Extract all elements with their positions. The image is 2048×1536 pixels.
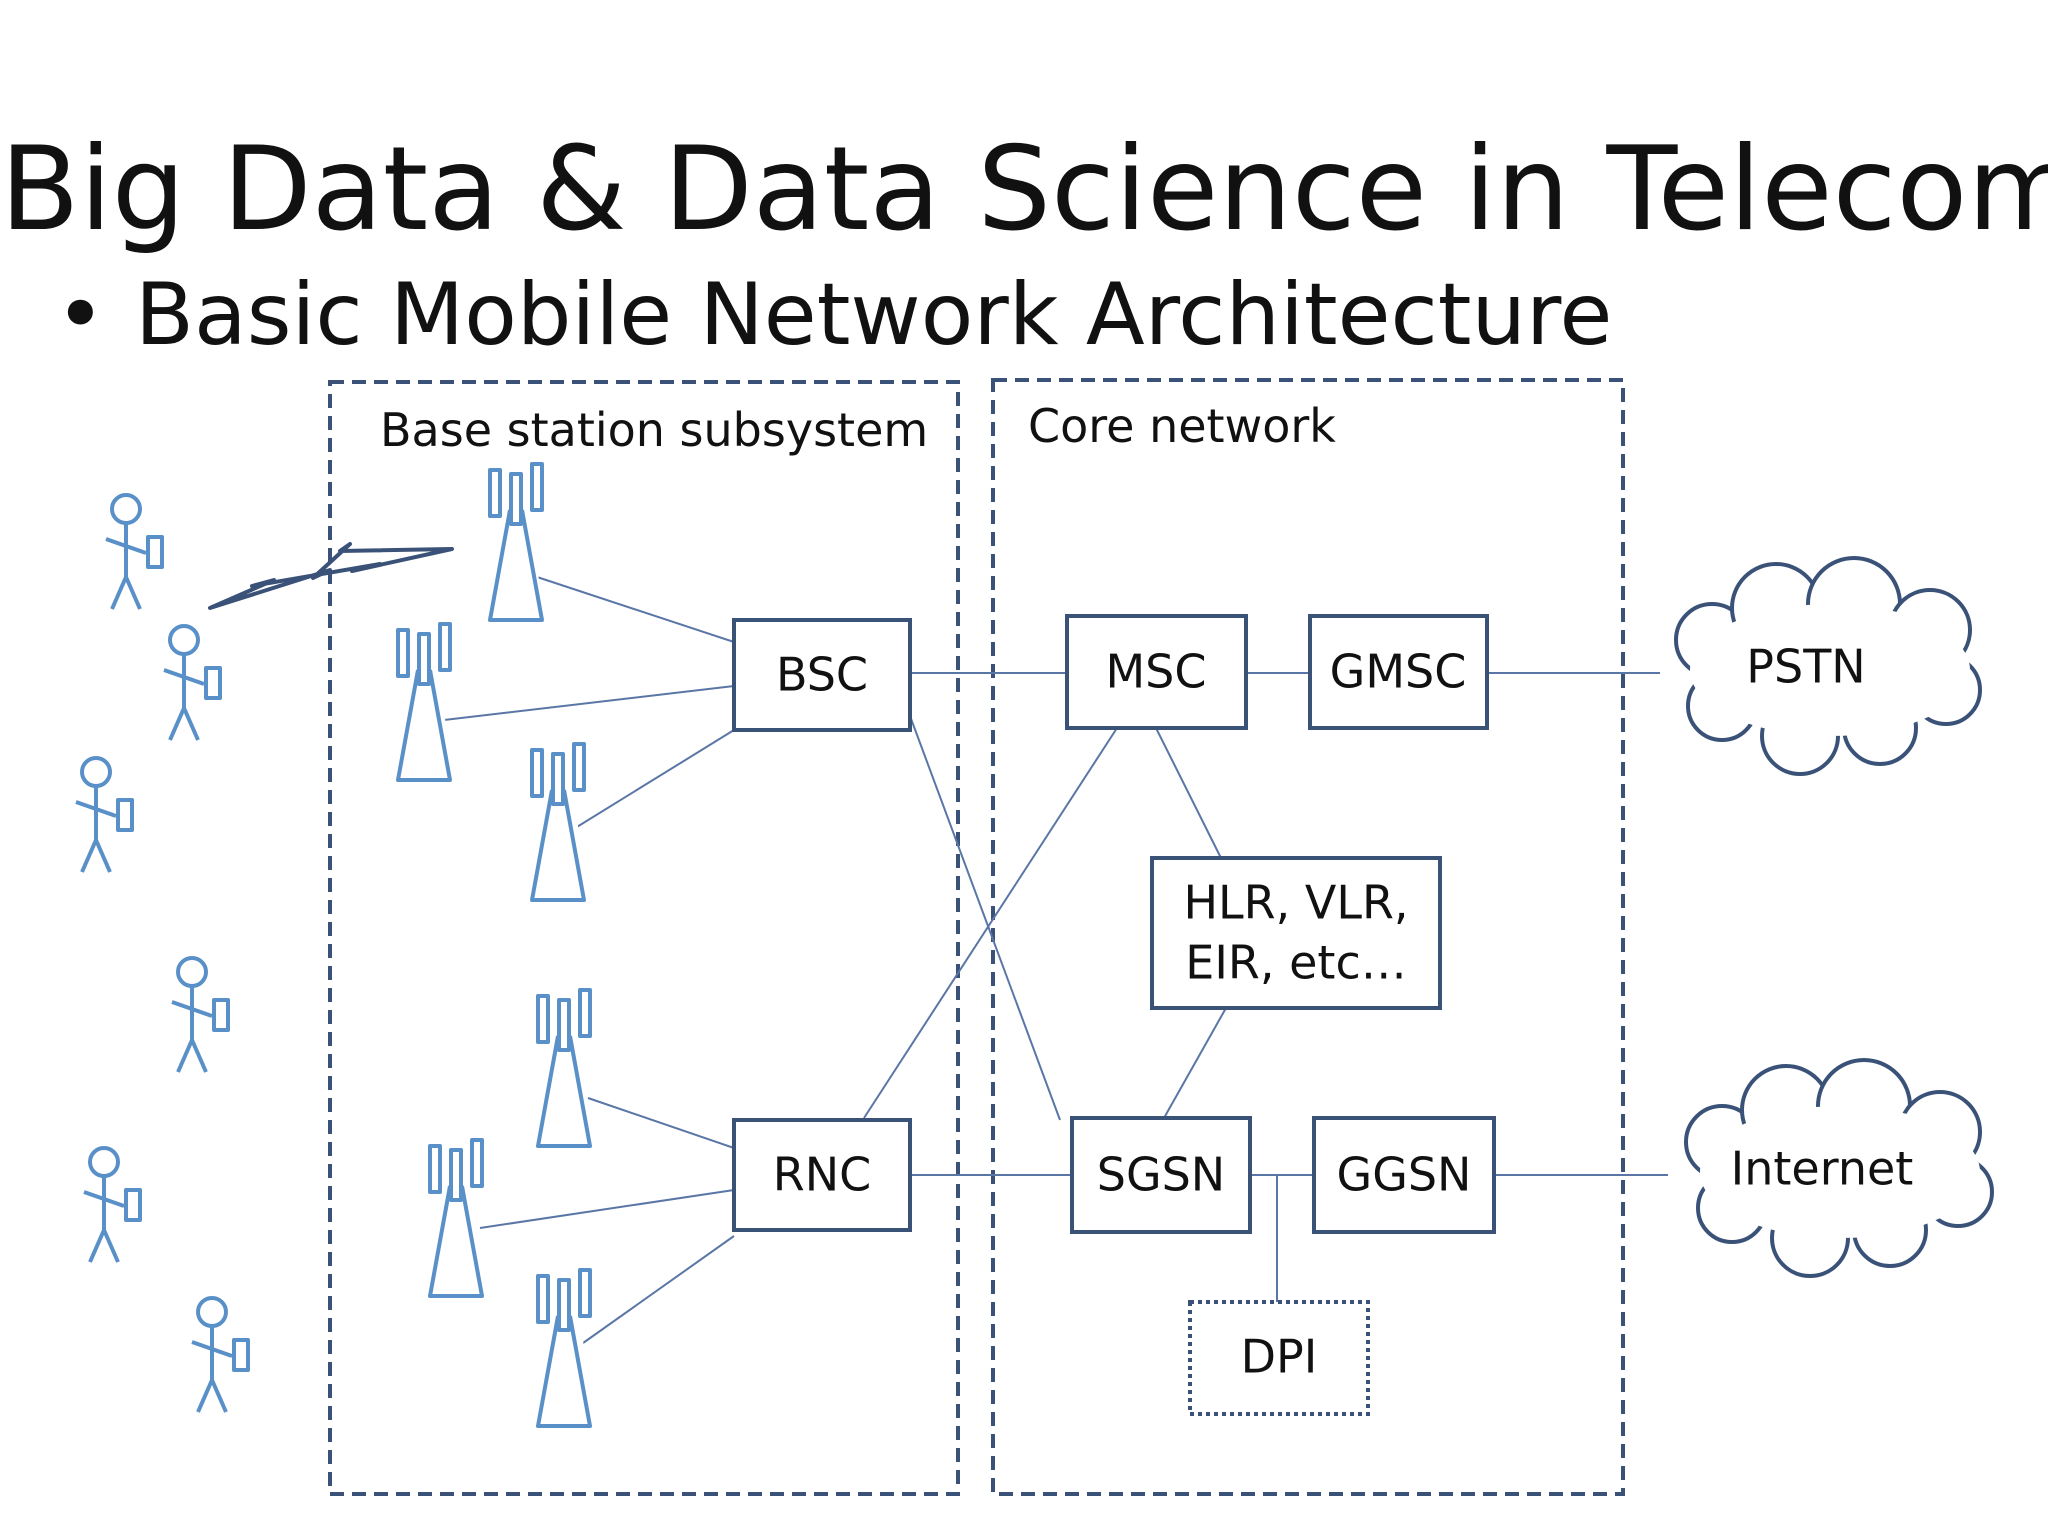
rnc-label: RNC: [773, 1148, 872, 1202]
dpi-node: DPI: [1188, 1300, 1370, 1416]
hlr-node: HLR, VLR, EIR, etc…: [1150, 856, 1442, 1010]
internet-cloud-icon: Internet: [1684, 1058, 1994, 1278]
bsc-node: BSC: [732, 618, 912, 732]
cell-tower-icon: [428, 1124, 484, 1298]
ggsn-label: GGSN: [1337, 1148, 1472, 1202]
mobile-user-icon: [190, 1296, 250, 1414]
mobile-user-icon: [104, 493, 164, 611]
mobile-user-icon: [170, 956, 230, 1074]
mobile-user-icon: [162, 624, 222, 742]
hlr-label-line1: HLR, VLR,: [1183, 876, 1408, 930]
connections: [443, 575, 1668, 1349]
pstn-cloud-icon: PSTN: [1674, 556, 1982, 776]
bullet-marker: •: [55, 265, 106, 365]
pstn-label: PSTN: [1746, 640, 1865, 694]
cell-tower-icon: [530, 728, 586, 902]
msc-label: MSC: [1105, 645, 1206, 699]
gmsc-label: GMSC: [1330, 645, 1467, 699]
mobile-user-icon: [74, 756, 134, 874]
cell-tower-icon: [536, 1254, 592, 1428]
dpi-label: DPI: [1241, 1330, 1318, 1384]
mobile-user-icon: [82, 1146, 142, 1264]
base-station-subsystem-region: [328, 380, 960, 1496]
gmsc-node: GMSC: [1308, 614, 1489, 730]
msc-node: MSC: [1065, 614, 1248, 730]
lightning-bolt-icon: [208, 542, 454, 610]
sgsn-node: SGSN: [1070, 1116, 1252, 1234]
cell-tower-icon: [488, 448, 544, 622]
cell-tower-icon: [396, 608, 452, 782]
bsc-label: BSC: [776, 648, 868, 702]
sgsn-label: SGSN: [1097, 1148, 1225, 1202]
ggsn-node: GGSN: [1312, 1116, 1496, 1234]
slide-title: Big Data & Data Science in Telecom: [0, 122, 2048, 257]
bullet-text: Basic Mobile Network Architecture: [135, 265, 1613, 365]
cell-tower-icon: [536, 974, 592, 1148]
core-network-label: Core network: [1028, 399, 1336, 453]
bullet-item: • Basic Mobile Network Architecture: [55, 265, 1612, 365]
internet-label: Internet: [1731, 1142, 1914, 1196]
rnc-node: RNC: [732, 1118, 912, 1232]
bss-label: Base station subsystem: [380, 403, 928, 457]
hlr-label-line2: EIR, etc…: [1185, 936, 1406, 990]
